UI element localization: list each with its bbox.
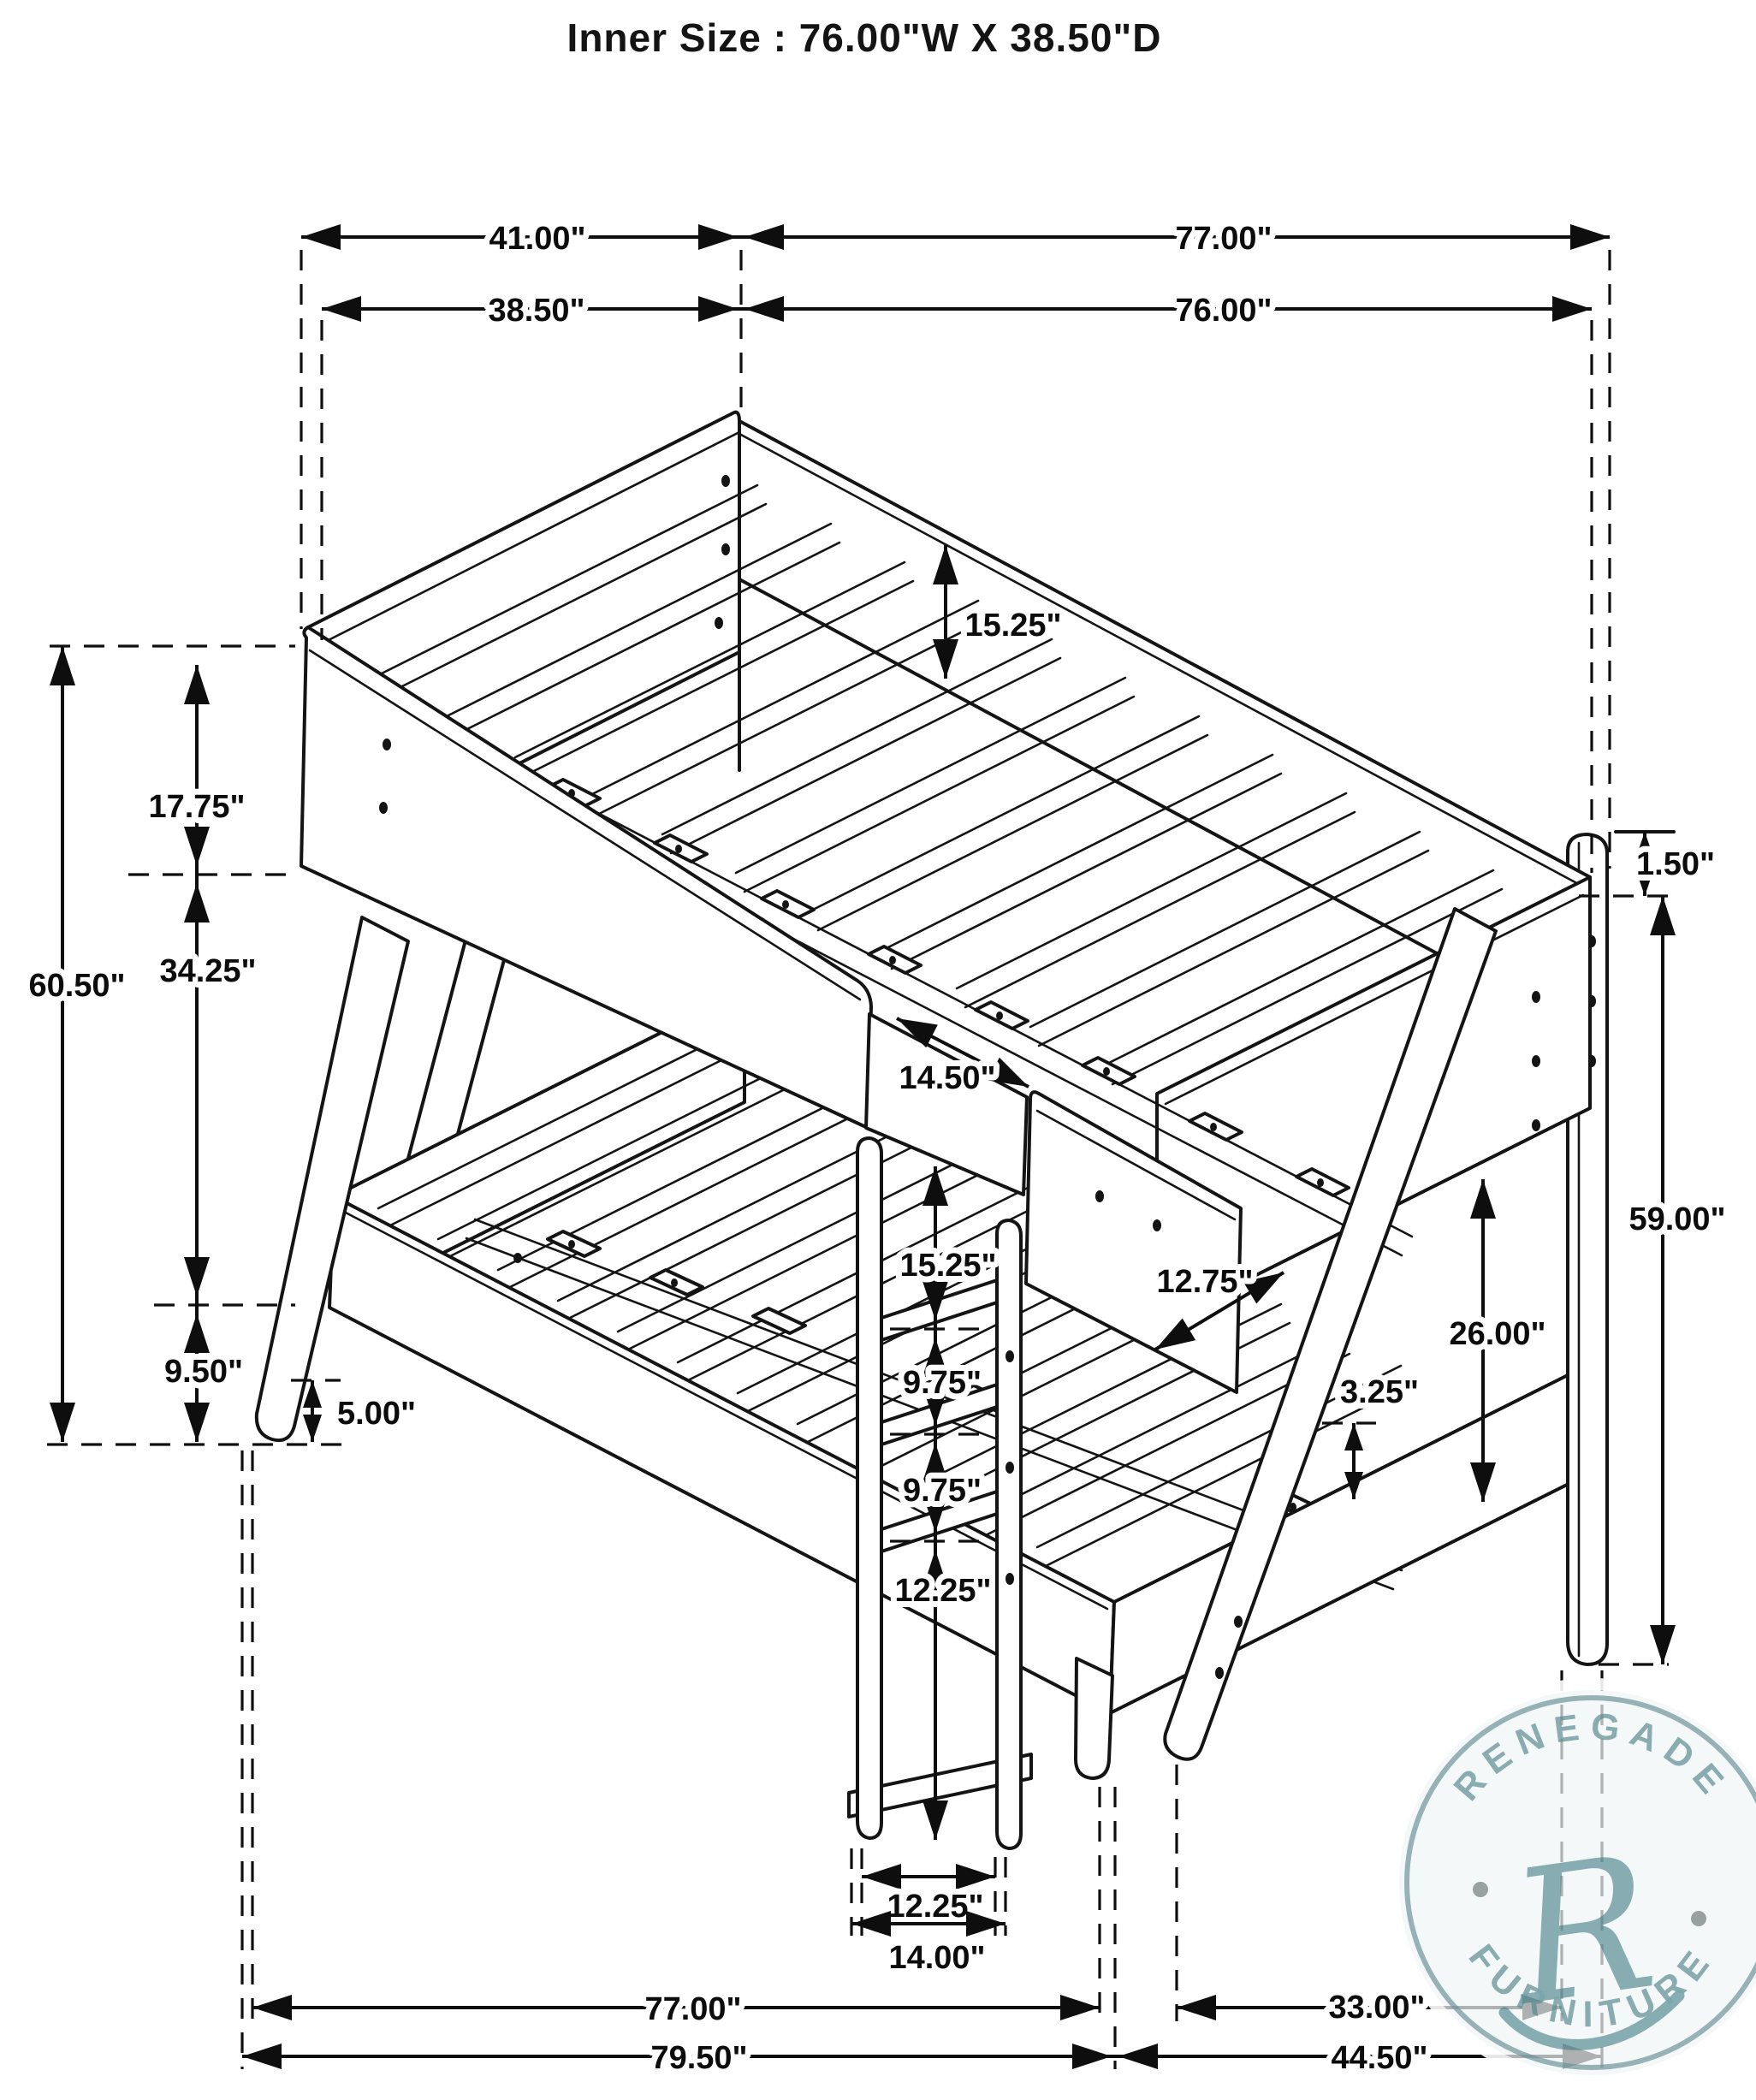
dim-rail-above-post: 1.50" bbox=[1630, 832, 1721, 896]
dim-slat-block-height: 3.25" bbox=[1334, 1368, 1425, 1499]
dim-label: 9.50" bbox=[164, 1354, 243, 1390]
dim-label: 77.00" bbox=[1175, 221, 1272, 257]
watermark-monogram-swash bbox=[1498, 1990, 1685, 2050]
ladder-right-rail bbox=[995, 1219, 1023, 1850]
right-front-leg bbox=[1163, 907, 1498, 1761]
dim-left-total-height: 60.50" bbox=[22, 646, 132, 1442]
dim-top-depth-inner: 38.50" 76.00" bbox=[322, 287, 1592, 335]
dim-label: 12.25" bbox=[894, 1573, 991, 1609]
dim-label: 15.25" bbox=[964, 608, 1061, 644]
dim-entry-opening: 14.50" bbox=[891, 1006, 1035, 1102]
dim-top-depth-overall: 41.00" 77.00" bbox=[301, 215, 1610, 263]
dim-label: 41.00" bbox=[489, 221, 585, 257]
dim-ladder-chain: 15.25" 9.75" 9.75" 12.25" bbox=[888, 1166, 1003, 1840]
dim-guard-gap: 12.75" bbox=[1148, 1258, 1290, 1361]
dimensions: 41.00" 77.00" 38.50" 76.00" 60.50" bbox=[22, 215, 1732, 2082]
ladder bbox=[847, 1136, 1033, 1850]
top-center-rail bbox=[467, 750, 1414, 1257]
top-bunk-slats bbox=[366, 483, 1504, 1086]
page-title: Inner Size : 76.00"W X 38.50"D bbox=[567, 15, 1162, 60]
dim-label: 3.25" bbox=[1340, 1374, 1419, 1410]
top-front-rail bbox=[300, 626, 873, 1130]
watermark-monogram: R bbox=[1496, 1815, 1666, 2048]
watermark-dot-left bbox=[1473, 1882, 1488, 1897]
dim-ladder-outer-width: 14.00" bbox=[851, 1911, 1006, 1982]
top-slat-blocks bbox=[546, 778, 1350, 1197]
watermark-ring bbox=[1404, 1695, 1756, 2070]
dim-label: 76.00" bbox=[1175, 293, 1272, 329]
dim-label: 9.75" bbox=[903, 1365, 982, 1401]
dim-label: 79.50" bbox=[650, 2040, 747, 2076]
dim-rail-to-floor: 5.00" bbox=[303, 1380, 422, 1442]
dim-label: 38.50" bbox=[488, 293, 584, 329]
ladder-bottom-step bbox=[847, 1753, 1033, 1818]
watermark-disc bbox=[1387, 1678, 1756, 2087]
lower-front-right-leg bbox=[1074, 1657, 1114, 1780]
dim-right-post-height: 59.00" bbox=[1623, 896, 1732, 1664]
dim-label: 14.00" bbox=[888, 1940, 985, 1976]
dim-label: 9.75" bbox=[903, 1473, 982, 1509]
dim-label: 77.00" bbox=[644, 1991, 741, 2027]
dim-label: 34.25" bbox=[159, 953, 256, 989]
dim-label: 17.75" bbox=[148, 789, 245, 825]
dim-right-clearance: 26.00" bbox=[1443, 1179, 1552, 1502]
dim-label: 14.50" bbox=[899, 1060, 995, 1096]
dim-bottom-row-1: 77.00" 33.00" bbox=[252, 1984, 1562, 2033]
dim-label: 33.00" bbox=[1328, 1990, 1425, 2026]
dim-label: 26.00" bbox=[1449, 1316, 1545, 1352]
dim-label: 1.50" bbox=[1636, 846, 1715, 882]
entry-gap-lip bbox=[864, 1012, 1029, 1196]
guard-panel bbox=[1024, 1090, 1243, 1394]
dim-label: 12.75" bbox=[1156, 1264, 1253, 1300]
bed-drawing bbox=[254, 410, 1609, 1850]
dim-label: 59.00" bbox=[1628, 1201, 1725, 1237]
left-front-leg bbox=[254, 916, 410, 1442]
dim-label: 44.50" bbox=[1331, 2040, 1427, 2076]
dim-label: 15.25" bbox=[899, 1248, 996, 1284]
dim-bottom-row-2: 79.50" 44.50" bbox=[242, 2034, 1602, 2082]
watermark-dot-right bbox=[1691, 1911, 1706, 1926]
dim-upper-rail-height: 15.25" bbox=[933, 545, 1068, 679]
dim-label: 60.50" bbox=[28, 968, 125, 1004]
watermark: RENEGADE FURNITURE R bbox=[1387, 1678, 1756, 2087]
ladder-left-rail bbox=[856, 1136, 883, 1840]
dim-label: 5.00" bbox=[337, 1396, 416, 1432]
dim-left-chain: 17.75" 34.25" 9.50" bbox=[142, 665, 263, 1442]
